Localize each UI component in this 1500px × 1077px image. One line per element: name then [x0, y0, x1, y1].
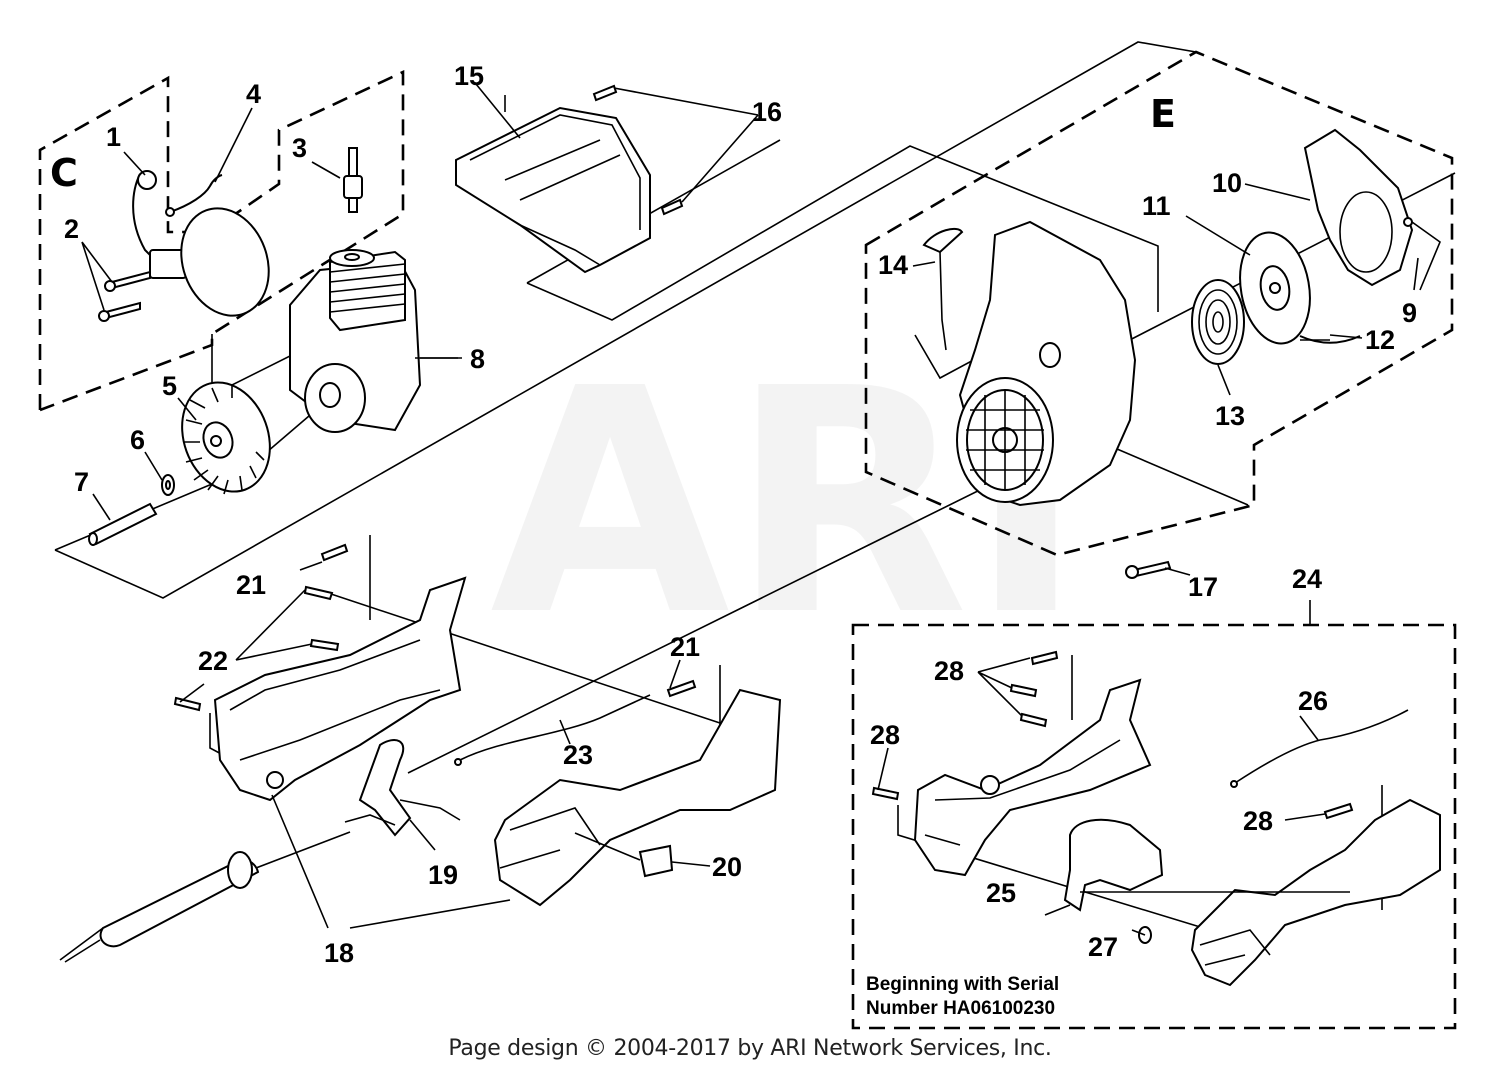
screw-part-21-lower — [666, 679, 697, 698]
part-number-10: 10 — [1212, 168, 1242, 198]
copyright-footer: Page design © 2004-2017 by ARI Network S… — [448, 1036, 1052, 1061]
starter-handle-part-14 — [922, 227, 964, 351]
part-number-28-left: 28 — [870, 720, 900, 750]
part-number-24: 24 — [1292, 564, 1322, 594]
part-number-1: 1 — [106, 122, 121, 152]
cable-part-26 — [1230, 709, 1409, 788]
part-number-20: 20 — [712, 852, 742, 882]
spark-plug-part-3 — [343, 147, 363, 213]
group-label-e: E — [1150, 92, 1176, 136]
serial-note-line-1: Beginning with Serial — [866, 974, 1059, 995]
engine-cylinder-part-8 — [289, 249, 458, 433]
serial-note-line-2: Number HA06100230 — [866, 998, 1055, 1019]
part-number-17: 17 — [1188, 572, 1218, 602]
part-number-21-lower: 21 — [670, 632, 700, 662]
screws-part-21-upper — [320, 543, 349, 562]
part-number-26: 26 — [1298, 686, 1328, 716]
part-number-21-upper: 21 — [236, 570, 266, 600]
part-number-18: 18 — [324, 938, 354, 968]
part-number-28-upper: 28 — [934, 656, 964, 686]
part-number-3: 3 — [292, 133, 307, 163]
part-number-2: 2 — [64, 214, 79, 244]
part-number-15: 15 — [454, 61, 484, 91]
throttle-trigger-part-19 — [344, 739, 461, 837]
screw-part-9 — [1403, 217, 1441, 291]
screws-part-28 — [871, 650, 1354, 820]
rope-pulley-part-11 — [1239, 231, 1311, 345]
screws-part-16 — [592, 84, 759, 216]
shaft-part-7 — [88, 502, 158, 546]
group-label-c: C — [50, 151, 78, 195]
part-number-28-right: 28 — [1243, 806, 1273, 836]
screws-part-2 — [98, 270, 151, 322]
part-number-23: 23 — [563, 740, 593, 770]
housing-half-left — [213, 576, 467, 802]
ignition-module-part-1 — [132, 170, 187, 279]
part-number-14: 14 — [878, 250, 908, 280]
part-number-4: 4 — [246, 79, 261, 109]
flywheel-part-5 — [180, 207, 271, 495]
part-number-25: 25 — [986, 878, 1016, 908]
part-number-5: 5 — [162, 371, 177, 401]
part-number-12: 12 — [1365, 325, 1395, 355]
recoil-spring-part-13 — [1191, 279, 1245, 365]
part-number-19: 19 — [428, 860, 458, 890]
part-number-22: 22 — [198, 646, 228, 676]
throttle-cable-part-23 — [454, 694, 651, 766]
part-number-27: 27 — [1088, 932, 1118, 962]
throttle-trigger-part-25 — [1044, 818, 1164, 916]
screw-part-17 — [1125, 560, 1172, 579]
callout-leaders — [81, 83, 1419, 936]
washer-part-6 — [161, 474, 175, 496]
group-e-box — [864, 50, 1454, 557]
starter-housing — [956, 220, 1137, 507]
switch-part-20 — [574, 832, 674, 878]
part-number-8: 8 — [470, 344, 485, 374]
group-24-box — [851, 623, 1457, 1030]
housing-half-part-24 — [913, 678, 1152, 877]
part-number-16: 16 — [752, 97, 782, 127]
part-number-7: 7 — [74, 467, 89, 497]
group-c-box — [38, 69, 405, 412]
part-number-13: 13 — [1215, 401, 1245, 431]
starter-cover-part-10 — [1303, 128, 1414, 287]
part-number-9: 9 — [1402, 298, 1417, 328]
part-number-11: 11 — [1142, 191, 1171, 221]
blower-tube-part-18 — [59, 688, 782, 963]
engine-shroud-part-15 — [455, 95, 651, 274]
part-number-6: 6 — [130, 425, 145, 455]
